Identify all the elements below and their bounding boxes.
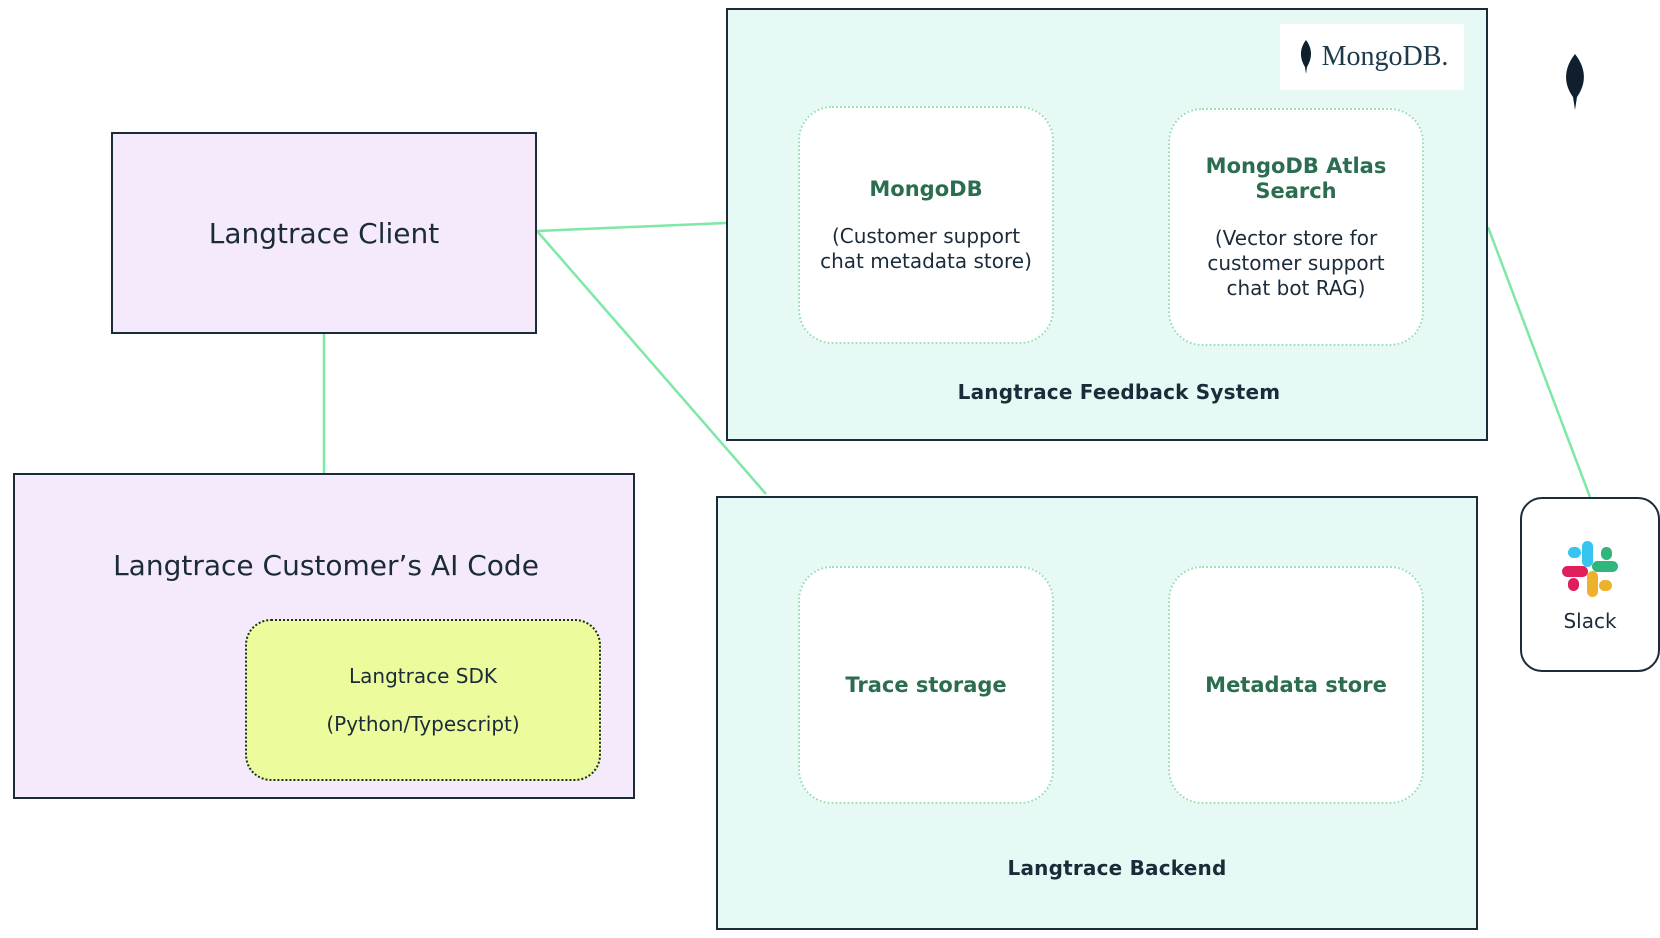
mongodb-leaf-icon (1300, 40, 1311, 74)
mongodb-card-title: MongoDB (869, 176, 983, 201)
customer-ai-code-label: Langtrace Customer’s AI Code (113, 549, 539, 582)
connector-client-to-feedback (536, 221, 727, 233)
metadata-store-card: Metadata store (1168, 566, 1424, 804)
backend-box: Trace storage Metadata store Langtrace B… (716, 496, 1478, 930)
connector-feedback-to-slack (1486, 226, 1592, 498)
customer-ai-code-box: Langtrace Customer’s AI Code Langtrace S… (13, 473, 635, 799)
mongodb-card-desc: (Customer support chat metadata store) (820, 223, 1032, 273)
langtrace-sdk-box: Langtrace SDK (Python/Typescript) (245, 619, 601, 781)
atlas-search-card: MongoDB Atlas Search (Vector store for c… (1168, 108, 1424, 346)
mongodb-card: MongoDB (Customer support chat metadata … (798, 106, 1054, 344)
mongodb-logo: MongoDB. (1280, 24, 1464, 90)
langtrace-client-label: Langtrace Client (208, 216, 440, 250)
metadata-store-card-title: Metadata store (1205, 672, 1387, 697)
backend-label: Langtrace Backend (1007, 856, 1227, 880)
slack-card: Slack (1520, 497, 1660, 672)
connector-client-to-backend (536, 230, 767, 495)
feedback-system-box: MongoDB. MongoDB (Customer support chat … (726, 8, 1488, 441)
langtrace-client-box: Langtrace Client (111, 132, 537, 334)
atlas-search-card-title: MongoDB Atlas Search (1205, 153, 1387, 203)
langtrace-sdk-subtitle: (Python/Typescript) (326, 711, 520, 736)
mongodb-logo-text: MongoDB. (1321, 41, 1449, 72)
feedback-system-label: Langtrace Feedback System (957, 380, 1281, 404)
trace-storage-card-title: Trace storage (845, 672, 1007, 697)
trace-storage-card: Trace storage (798, 566, 1054, 804)
langtrace-sdk-title: Langtrace SDK (349, 663, 497, 688)
slack-icon (1562, 540, 1618, 597)
atlas-search-card-desc: (Vector store for customer support chat … (1207, 225, 1385, 300)
mongodb-leaf-icon (1566, 54, 1584, 110)
slack-label: Slack (1563, 608, 1617, 633)
